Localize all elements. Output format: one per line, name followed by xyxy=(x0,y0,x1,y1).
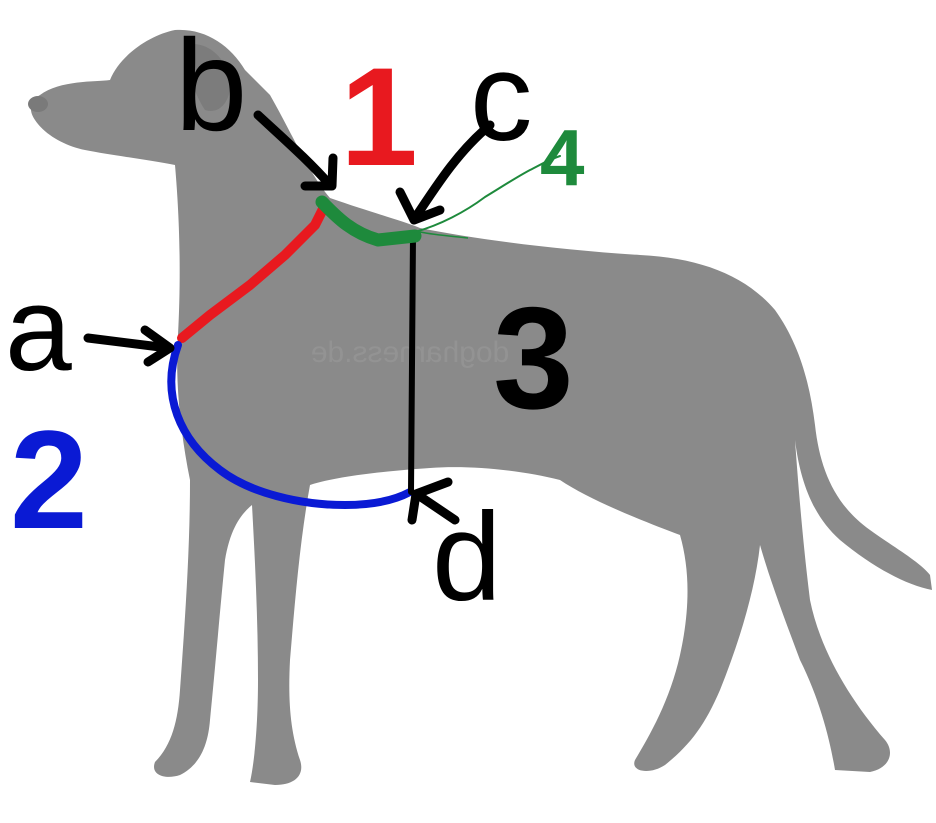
arrows xyxy=(83,110,495,525)
measure-number-1: 1 xyxy=(340,38,418,195)
point-label-a: a xyxy=(5,262,72,396)
point-label-d: d xyxy=(432,488,502,627)
arrow-a-head xyxy=(140,325,175,367)
measure-number-2: 2 xyxy=(10,401,88,558)
arrow-c xyxy=(410,120,495,223)
dog-nose xyxy=(28,96,48,112)
point-label-b: b xyxy=(175,12,247,158)
point-label-c: c xyxy=(470,28,533,167)
dog-silhouette xyxy=(28,29,933,786)
measure-line-2 xyxy=(167,341,414,510)
arrow-d-head xyxy=(407,477,453,525)
measure-number-4: 4 xyxy=(540,113,585,202)
measure-line-4 xyxy=(315,195,422,247)
arrow-c-head xyxy=(395,187,445,225)
measure-4-leader xyxy=(414,155,561,233)
arrow-b-head xyxy=(300,153,338,191)
measure-number-3: 3 xyxy=(493,277,574,439)
dog-ear xyxy=(185,44,231,111)
measure-line-1 xyxy=(177,200,330,343)
measure-4-leader-tail xyxy=(419,231,469,239)
arrow-a xyxy=(83,333,173,353)
arrow-d xyxy=(413,490,460,525)
measure-line-3 xyxy=(408,232,416,495)
dog-body xyxy=(30,29,933,786)
arrow-b xyxy=(253,110,335,190)
